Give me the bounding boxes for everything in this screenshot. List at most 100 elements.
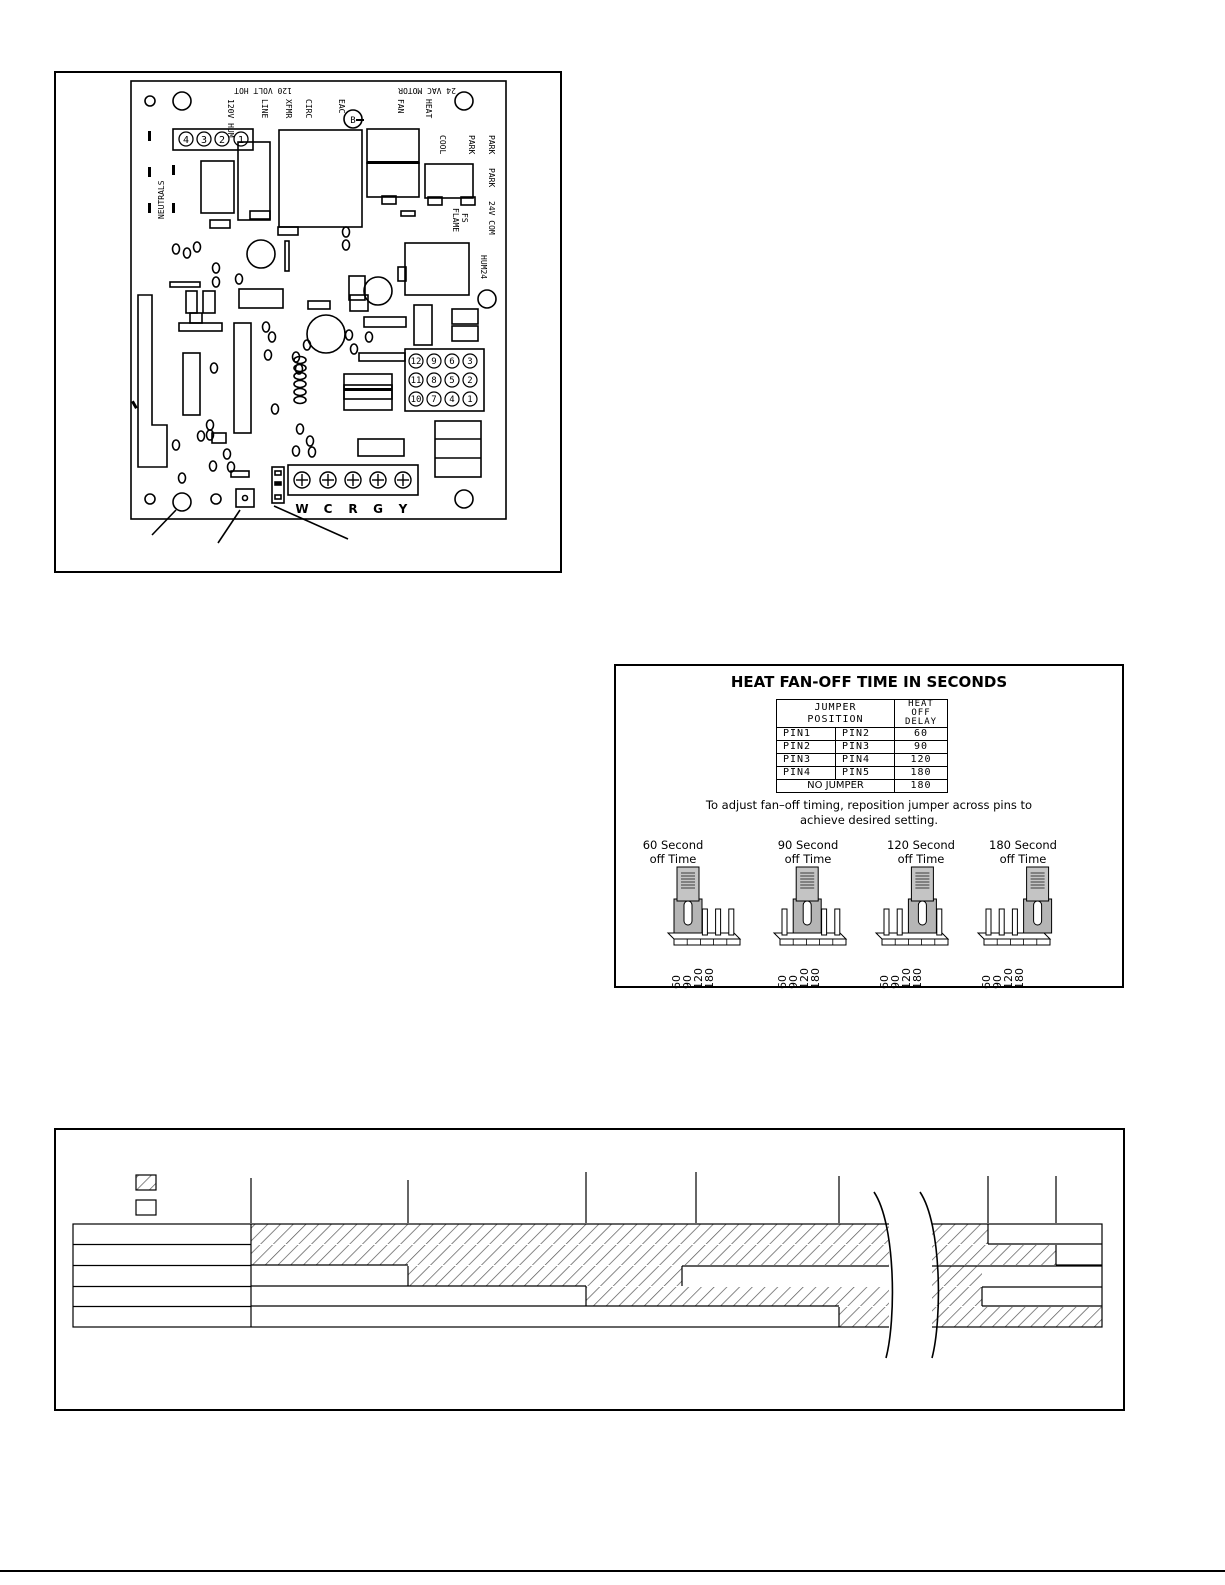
pin-label: 60	[670, 975, 683, 989]
pin-label: 60	[878, 975, 891, 989]
label-fs: FS	[460, 213, 469, 223]
page-bottom-rule	[0, 1570, 1225, 1572]
row2-on-2	[932, 1245, 1056, 1265]
cell-delay: 120	[894, 753, 948, 767]
legend-off-swatch	[135, 1199, 157, 1216]
jumper-table: JUMPER POSITION HEAT OFF DELAY PIN1 PIN2…	[776, 699, 948, 793]
option-180-line2: off Time	[999, 852, 1047, 866]
table-row: PIN3 PIN4 120	[776, 753, 948, 767]
conn-pin-5: 5	[449, 376, 454, 386]
terminal-w: W	[295, 502, 308, 516]
cell-pin-a: PIN1	[776, 727, 836, 741]
header-pin	[896, 908, 903, 936]
label-fan: FAN	[396, 99, 405, 114]
option-60-line1: 60 Second	[642, 838, 704, 852]
conn-pin-8: 8	[431, 376, 436, 386]
label-cool: COOL	[438, 135, 447, 154]
header-pin	[936, 908, 943, 936]
conn-pin-2: 2	[467, 376, 472, 386]
conn-pin-1: 1	[467, 395, 472, 405]
adjust-instructions: To adjust fan–off timing, reposition jum…	[616, 798, 1122, 828]
instruction-line-1: To adjust fan–off timing, reposition jum…	[705, 798, 1033, 812]
label-24-vac-motor: 24 VAC MOTOR	[398, 86, 456, 95]
conn-pin-6: 6	[449, 357, 454, 367]
pin-label: 90	[787, 975, 800, 989]
header-pin	[701, 908, 708, 936]
label-line: LINE	[260, 99, 269, 118]
terminal-r: R	[348, 502, 357, 516]
table-row: NO JUMPER 180	[776, 779, 948, 793]
legend-on-swatch	[135, 1174, 157, 1191]
label-flame: FLAME	[451, 208, 460, 232]
label-24v-com: 24V COM	[487, 201, 496, 235]
twelve-pin-connector	[404, 348, 485, 412]
cell-pin-a: PIN4	[776, 766, 836, 780]
b-badge: B	[350, 116, 355, 126]
label-120-volt-hot: 120 VOLT HOT	[234, 86, 292, 95]
conn-pin-9: 9	[431, 357, 436, 367]
table-row: PIN1 PIN2 60	[776, 727, 948, 741]
pin-label: 90	[681, 975, 694, 989]
plug-pin-2: 2	[219, 135, 225, 146]
row2-on	[251, 1245, 889, 1265]
timing-diagram-panel	[54, 1128, 1125, 1411]
header-pin	[728, 908, 735, 936]
thermostat-terminal-block	[287, 464, 419, 496]
pin-label: 60	[980, 975, 993, 989]
table-row: PIN2 PIN3 90	[776, 740, 948, 754]
pin-label: 90	[889, 975, 902, 989]
cell-no-jumper: NO JUMPER	[776, 779, 895, 793]
conn-pin-11: 11	[411, 376, 422, 386]
option-90-line2: off Time	[784, 852, 832, 866]
row5-on-2	[932, 1307, 1102, 1327]
timing-grid	[72, 1223, 1103, 1328]
label-circ: CIRC	[304, 99, 313, 118]
header-pin	[834, 908, 841, 936]
pin-label: 120	[798, 968, 811, 989]
option-180-label: 180 Second off Time	[968, 838, 1078, 866]
table-row: PIN4 PIN5 180	[776, 766, 948, 780]
label-park-2: PARK	[487, 135, 496, 154]
pin-label: 180	[703, 968, 716, 989]
cell-pin-b: PIN5	[835, 766, 895, 780]
cell-no-jumper-delay: 180	[894, 779, 948, 793]
terminal-c: C	[324, 502, 333, 516]
header-pin	[821, 908, 828, 936]
option-90-line1: 90 Second	[777, 838, 839, 852]
label-hum24: HUM24	[479, 255, 488, 279]
header-pin	[781, 908, 788, 936]
conn-pin-10: 10	[411, 395, 422, 405]
conn-pin-12: 12	[411, 357, 422, 367]
row3-on-2	[932, 1266, 982, 1286]
time-break-gap	[889, 1190, 932, 1362]
pin-label: 180	[809, 968, 822, 989]
option-120-label: 120 Second off Time	[866, 838, 976, 866]
on-segments	[251, 1224, 1102, 1327]
cell-pin-b: PIN4	[835, 753, 895, 767]
terminal-y: Y	[398, 502, 408, 516]
header-pin	[883, 908, 890, 936]
header-pin	[998, 908, 1005, 936]
header-pin	[985, 908, 992, 936]
conn-pin-7: 7	[431, 395, 436, 405]
conn-pin-3: 3	[467, 357, 472, 367]
pin-label: 60	[776, 975, 789, 989]
table-header: JUMPER POSITION HEAT OFF DELAY	[776, 699, 948, 728]
pin-label: 120	[900, 968, 913, 989]
option-120-line1: 120 Second	[887, 838, 955, 852]
option-120-line2: off Time	[897, 852, 945, 866]
cell-pin-b: PIN3	[835, 740, 895, 754]
row1-on-2	[932, 1224, 988, 1244]
cell-delay: 180	[894, 766, 948, 780]
label-park-1: PARK	[467, 135, 476, 154]
pin-label: 120	[692, 968, 705, 989]
label-xfmr: XFMR	[284, 99, 293, 118]
time-break-marks	[873, 1191, 940, 1359]
fan-off-title: HEAT FAN-OFF TIME IN SECONDS	[730, 673, 1008, 691]
plug-pin-4: 4	[183, 135, 189, 146]
conn-pin-4: 4	[449, 395, 454, 405]
